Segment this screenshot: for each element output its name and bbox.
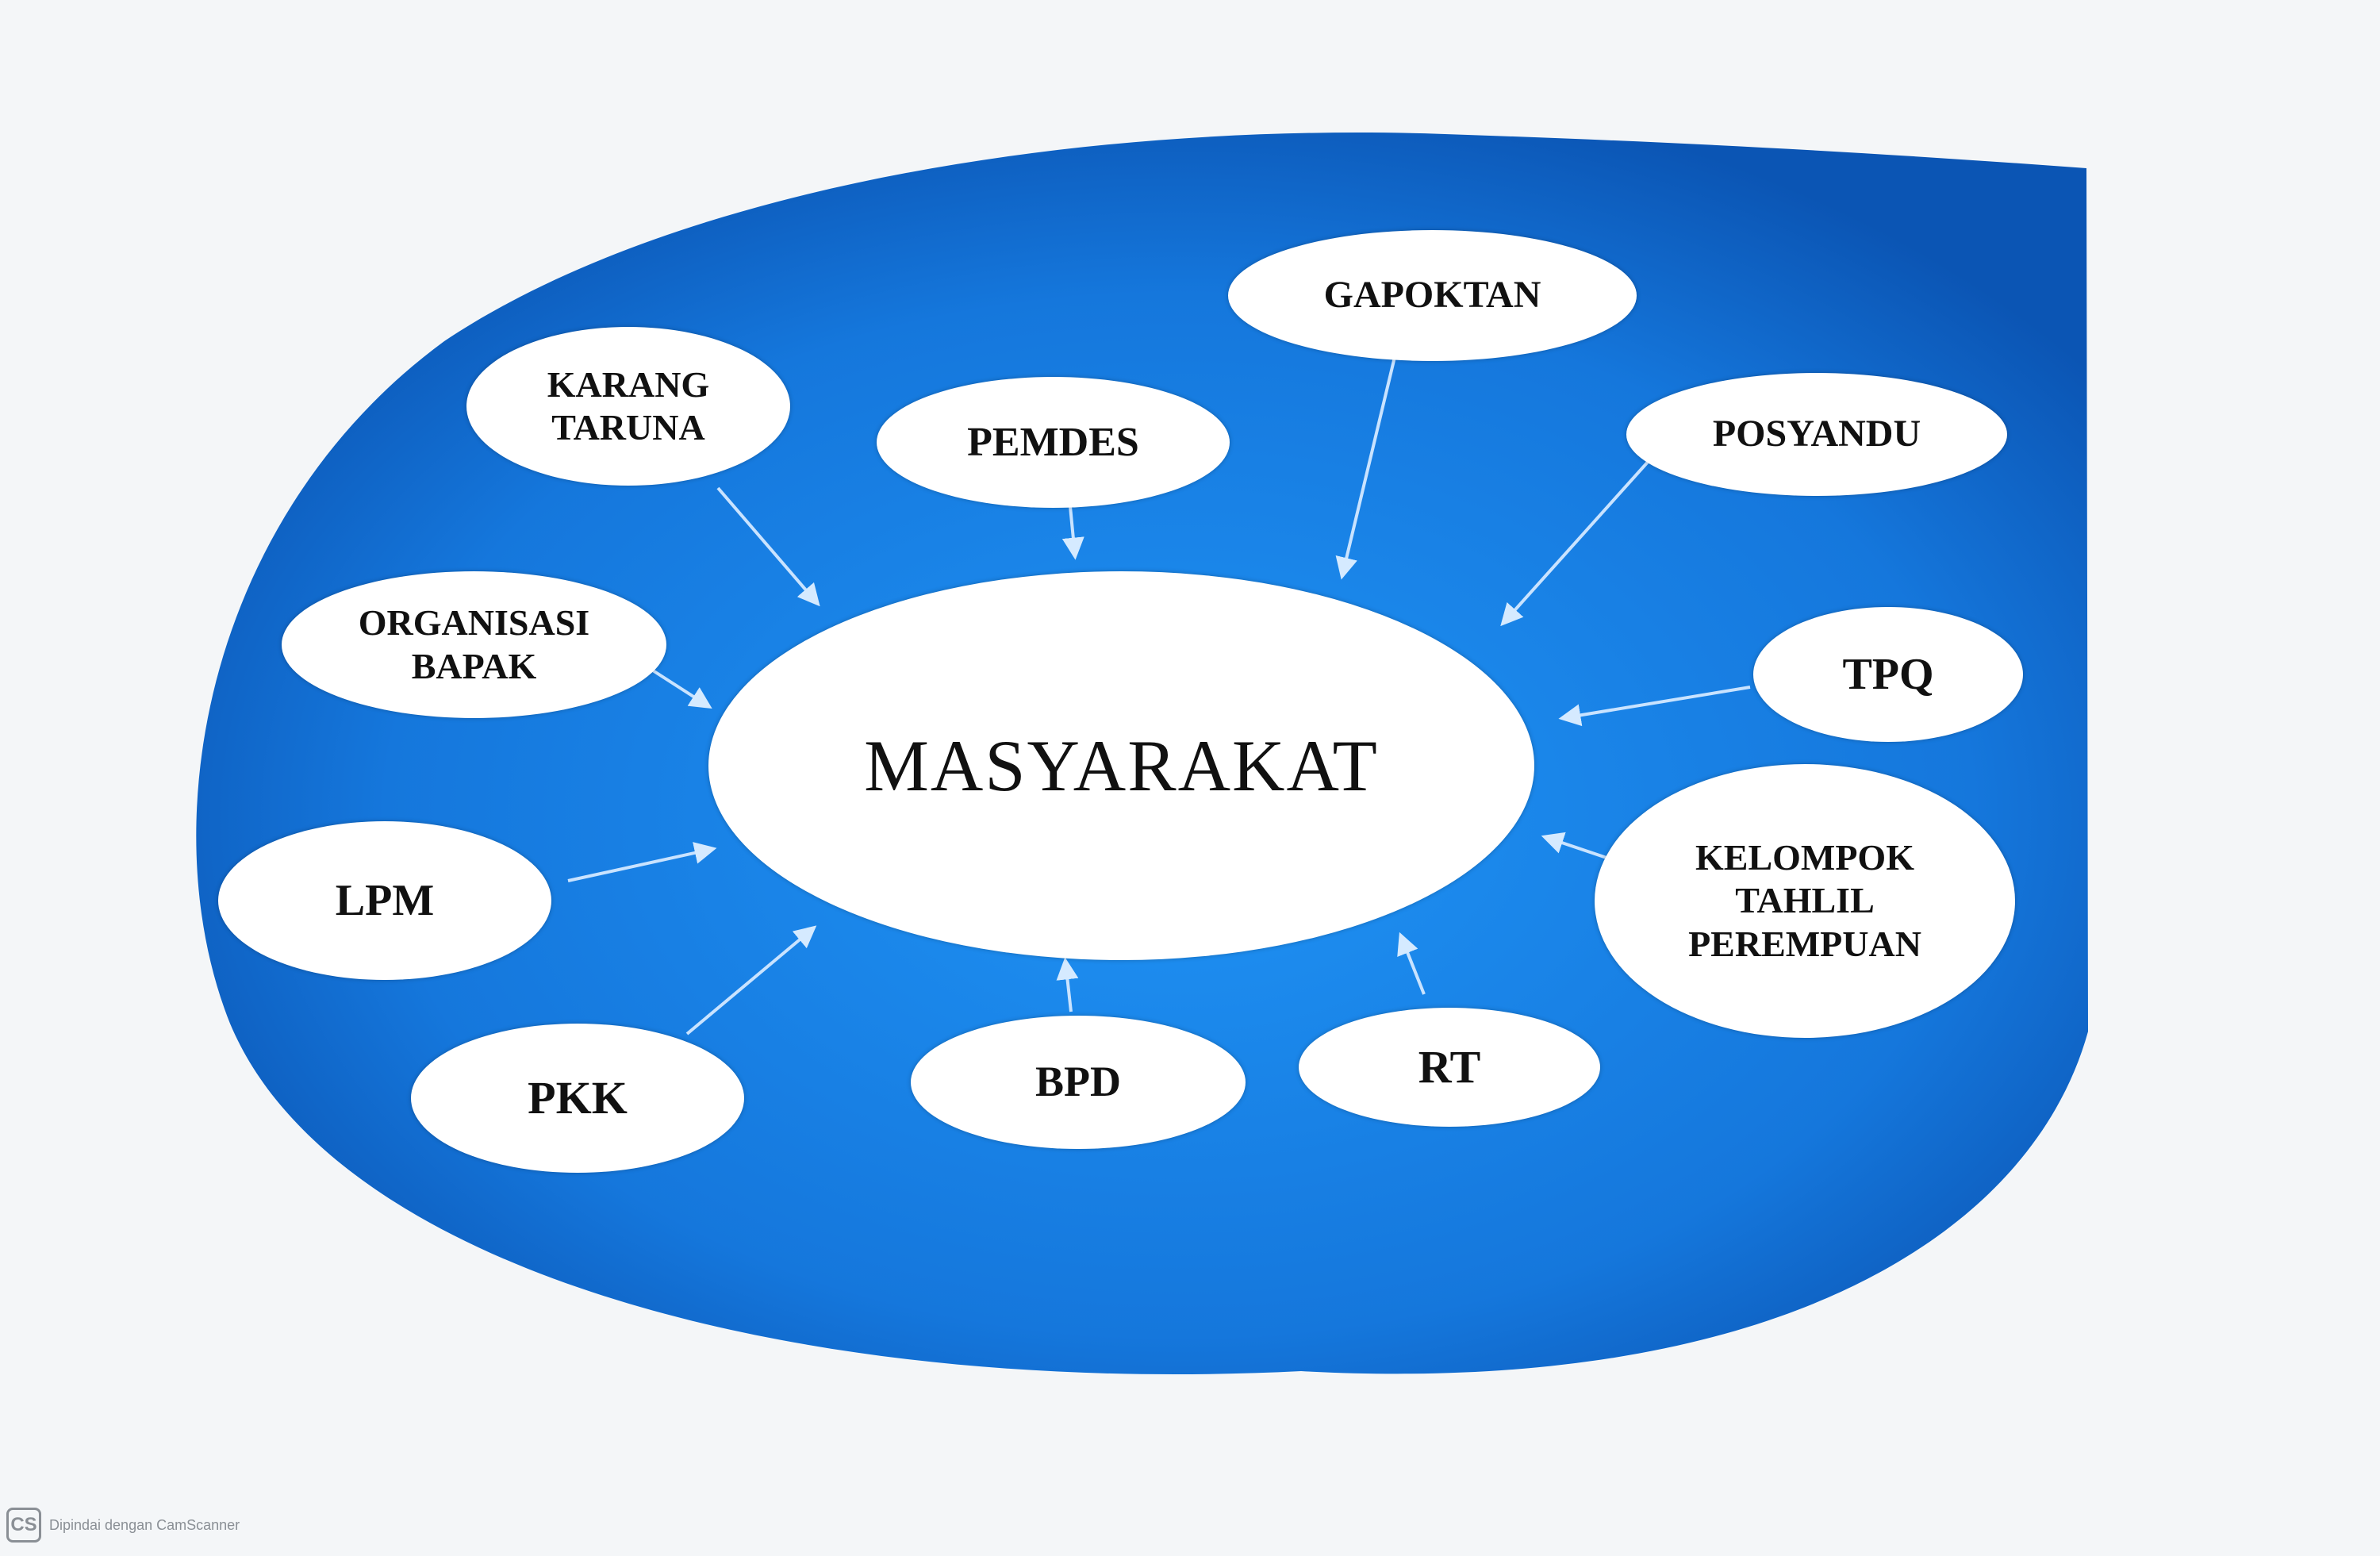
node-bpd: BPD (911, 1016, 1246, 1149)
camscanner-logo-icon: CS (6, 1508, 41, 1543)
arrow-posyandu-to-center (1500, 451, 1658, 627)
arrow-rt-to-center (1397, 932, 1426, 995)
node-lpm: LPM (218, 821, 551, 980)
node-posyandu: POSYANDU (1626, 373, 2007, 496)
arrow-pemdes-to-center (1061, 498, 1084, 560)
node-pemdes: PEMDES (877, 377, 1230, 508)
camscanner-watermark: CS Dipindai dengan CamScanner (6, 1508, 240, 1543)
arrow-organisasi-bapak-to-center (643, 663, 712, 709)
node-pkk: PKK (411, 1024, 744, 1173)
arrow-kelompok-tahlil-perempuan-to-center (1541, 832, 1610, 860)
node-masyarakat: MASYARAKAT (708, 571, 1534, 960)
arrow-pkk-to-center (685, 925, 817, 1035)
arrow-karang-taruna-to-center (716, 486, 820, 607)
node-organisasi-bapak: ORGANISASI BAPAK (282, 571, 666, 718)
arrow-lpm-to-center (567, 842, 717, 882)
arrow-bpd-to-center (1056, 957, 1079, 1012)
node-rt: RT (1299, 1008, 1600, 1127)
watermark-text: Dipindai dengan CamScanner (49, 1516, 240, 1533)
node-karang-taruna: KARANG TARUNA (466, 327, 790, 486)
node-kelompok-tahlil-perempuan: KELOMPOK TAHLIL PEREMPUAN (1595, 764, 2015, 1038)
arrow-gapoktan-to-center (1335, 356, 1396, 580)
arrow-tpq-to-center (1558, 686, 1751, 727)
node-gapoktan: GAPOKTAN (1228, 230, 1637, 361)
node-tpq: TPQ (1753, 607, 2023, 742)
edges-layer (567, 356, 1751, 1035)
